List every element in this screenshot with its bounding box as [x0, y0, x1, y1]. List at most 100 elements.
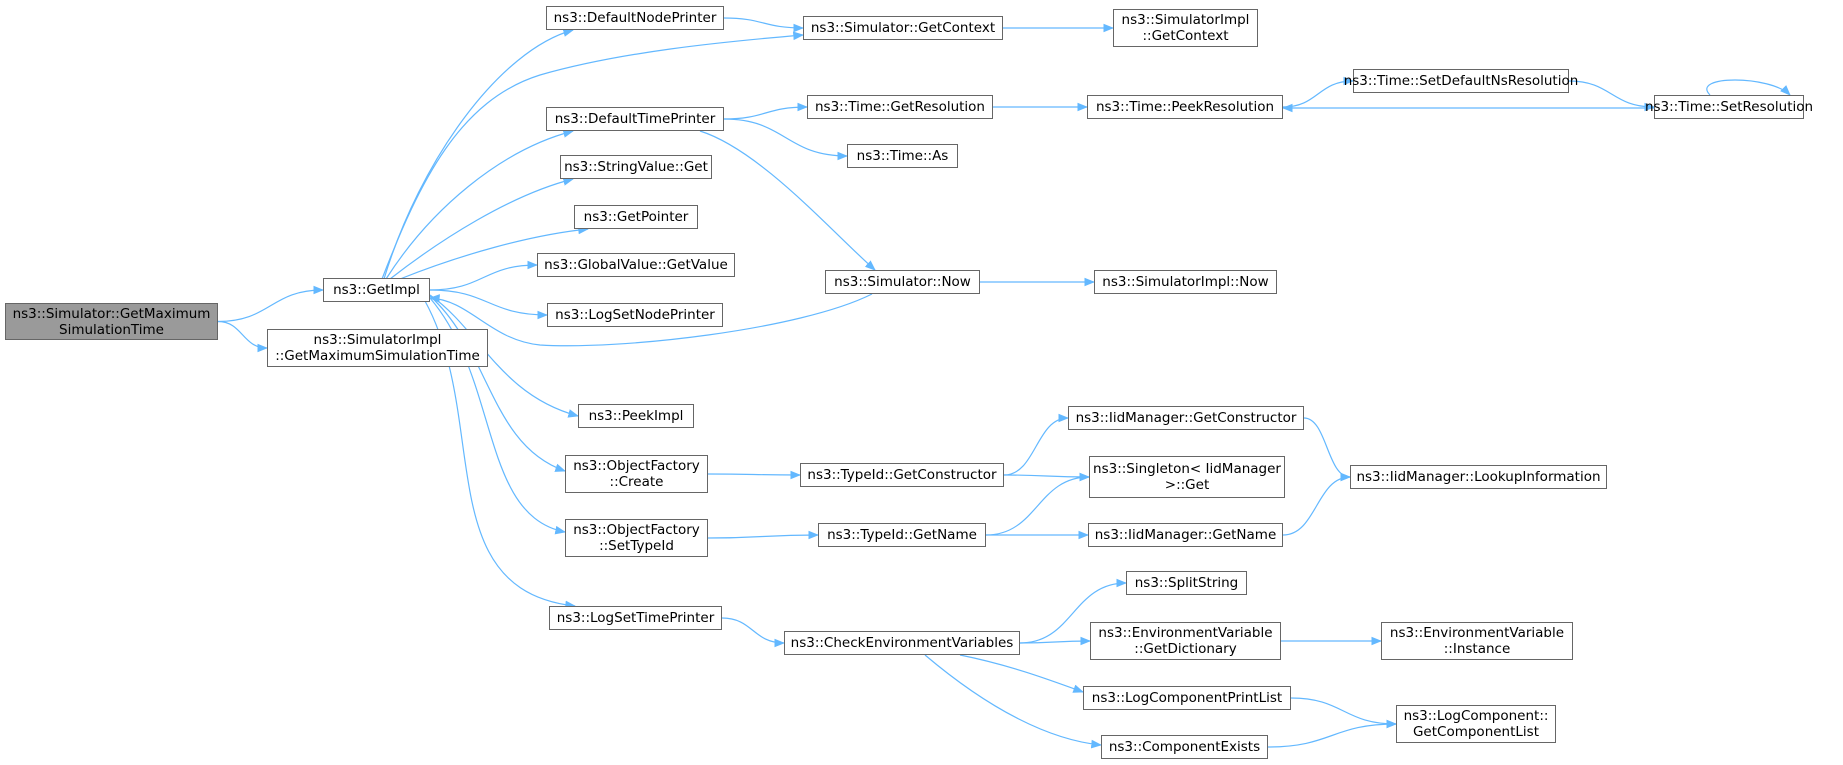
- node-envinst[interactable]: ns3::EnvironmentVariable::Instance: [1381, 622, 1573, 660]
- node-label: ns3::DefaultTimePrinter: [554, 111, 716, 127]
- node-label: ns3::IidManager::GetName: [1094, 527, 1277, 543]
- node-peekres[interactable]: ns3::Time::PeekResolution: [1087, 95, 1283, 119]
- node-compex[interactable]: ns3::ComponentExists: [1101, 735, 1268, 759]
- node-implnow[interactable]: ns3::SimulatorImpl::Now: [1094, 270, 1277, 294]
- node-label: ::Create: [609, 474, 664, 490]
- node-label: ns3::SimulatorImpl::Now: [1102, 274, 1269, 290]
- node-tidctor[interactable]: ns3::TypeId::GetConstructor: [800, 463, 1004, 487]
- node-label: ns3::Time::As: [856, 148, 949, 164]
- node-label: ns3::Simulator::GetMaximum: [12, 305, 211, 322]
- node-strget[interactable]: ns3::StringValue::Get: [560, 155, 712, 179]
- node-label: ns3::TypeId::GetConstructor: [807, 467, 997, 483]
- node-label: >::Get: [1164, 477, 1210, 493]
- edge-lstp-to-checkenv: [721, 617, 786, 648]
- node-tidname[interactable]: ns3::TypeId::GetName: [818, 523, 986, 547]
- edge-root-to-getimpl: [217, 285, 325, 323]
- node-label: ns3::Singleton< IidManager: [1093, 461, 1281, 477]
- edge-getimpl-to-gvget: [429, 260, 539, 291]
- edge-checkenv-to-compex: [924, 654, 1103, 749]
- node-getres[interactable]: ns3::Time::GetResolution: [807, 95, 993, 119]
- edge-deftime-to-getres: [723, 102, 809, 120]
- edge-iidname-to-lookup: [1282, 472, 1352, 536]
- node-label: SimulationTime: [59, 321, 164, 338]
- edge-compex-to-lcgcl: [1267, 719, 1398, 748]
- node-simctx[interactable]: ns3::Simulator::GetContext: [803, 16, 1003, 40]
- edge-tidctor-to-singleton: [1003, 472, 1091, 482]
- node-label: ns3::SimulatorImpl: [1121, 12, 1250, 28]
- node-singleton[interactable]: ns3::Singleton< IidManager>::Get: [1089, 456, 1285, 498]
- node-simnow[interactable]: ns3::Simulator::Now: [825, 270, 980, 294]
- edge-ofset-to-tidname: [707, 530, 820, 540]
- node-implmax[interactable]: ns3::SimulatorImpl::GetMaximumSimulation…: [267, 329, 488, 367]
- node-label: ns3::TypeId::GetName: [827, 527, 977, 543]
- edge-tidctor-to-iidctor: [1003, 413, 1070, 476]
- node-label: ns3::ObjectFactory: [573, 522, 700, 538]
- node-label: ns3::DefaultNodePrinter: [553, 10, 717, 26]
- node-getimpl[interactable]: ns3::GetImpl: [323, 278, 430, 302]
- node-label: ns3::StringValue::Get: [564, 159, 708, 175]
- edge-deftime-to-timeas: [723, 118, 849, 161]
- node-setres[interactable]: ns3::Time::SetResolution: [1645, 95, 1813, 119]
- node-label: ns3::Time::SetResolution: [1644, 99, 1814, 115]
- node-timeas[interactable]: ns3::Time::As: [847, 144, 958, 168]
- node-label: ns3::LogComponentPrintList: [1091, 690, 1283, 706]
- node-lcpl[interactable]: ns3::LogComponentPrintList: [1083, 686, 1291, 710]
- edge-ofcreate-to-tidctor: [707, 470, 802, 480]
- node-split[interactable]: ns3::SplitString: [1126, 571, 1247, 595]
- node-getptr[interactable]: ns3::GetPointer: [574, 205, 698, 229]
- edge-iidctor-to-lookup: [1303, 417, 1352, 482]
- node-label: ::Instance: [1443, 641, 1511, 657]
- node-label: ns3::Simulator::Now: [834, 274, 971, 290]
- edge-tidname-to-singleton: [985, 472, 1091, 536]
- edge-peekres-to-setdefns: [1282, 76, 1355, 108]
- node-implctx[interactable]: ns3::SimulatorImpl::GetContext: [1113, 9, 1258, 47]
- node-checkenv[interactable]: ns3::CheckEnvironmentVariables: [784, 631, 1020, 655]
- node-label: ns3::GlobalValue::GetValue: [544, 257, 728, 273]
- node-gvget[interactable]: ns3::GlobalValue::GetValue: [537, 253, 735, 277]
- node-label: ::GetMaximumSimulationTime: [275, 348, 480, 364]
- edge-checkenv-to-envdict: [1019, 636, 1092, 646]
- node-label: ns3::ObjectFactory: [573, 458, 700, 474]
- node-label: GetComponentList: [1412, 724, 1540, 740]
- node-lcgcl[interactable]: ns3::LogComponent::GetComponentList: [1396, 705, 1556, 743]
- edge-getimpl-to-lsnp: [429, 289, 549, 320]
- node-iidctor[interactable]: ns3::IidManager::GetConstructor: [1068, 406, 1304, 430]
- node-setdefns[interactable]: ns3::Time::SetDefaultNsResolution: [1344, 69, 1578, 93]
- node-label: ns3::EnvironmentVariable: [1389, 625, 1565, 641]
- node-label: ns3::GetImpl: [333, 282, 420, 298]
- edge-setres-to-setres: [1706, 79, 1791, 96]
- node-peekimpl[interactable]: ns3::PeekImpl: [578, 404, 694, 428]
- edge-getimpl-to-ofcreate: [429, 295, 567, 472]
- node-label: ns3::ComponentExists: [1108, 739, 1261, 755]
- node-label: ns3::SplitString: [1134, 575, 1239, 591]
- node-label: ns3::Time::PeekResolution: [1095, 99, 1275, 115]
- edge-root-to-implmax: [217, 320, 269, 353]
- node-lstp[interactable]: ns3::LogSetTimePrinter: [549, 606, 722, 630]
- node-label: ns3::IidManager::LookupInformation: [1356, 469, 1601, 485]
- node-defnode[interactable]: ns3::DefaultNodePrinter: [546, 6, 724, 30]
- node-label: ns3::PeekImpl: [588, 408, 684, 424]
- node-iidname[interactable]: ns3::IidManager::GetName: [1088, 523, 1283, 547]
- node-label: ns3::LogSetTimePrinter: [556, 610, 715, 626]
- node-ofset[interactable]: ns3::ObjectFactory::SetTypeId: [565, 519, 708, 557]
- edge-deftime-to-simnow: [699, 130, 876, 271]
- edge-getimpl-to-peekimpl: [429, 294, 580, 418]
- node-deftime[interactable]: ns3::DefaultTimePrinter: [546, 107, 724, 131]
- node-label: ns3::SimulatorImpl: [313, 332, 442, 348]
- node-ofcreate[interactable]: ns3::ObjectFactory::Create: [565, 455, 708, 493]
- node-envdict[interactable]: ns3::EnvironmentVariable::GetDictionary: [1090, 622, 1281, 660]
- node-label: ns3::LogSetNodePrinter: [555, 307, 715, 323]
- node-lsnp[interactable]: ns3::LogSetNodePrinter: [547, 303, 723, 327]
- node-label: ::SetTypeId: [599, 538, 674, 554]
- edge-simnow-to-getimpl: [428, 293, 873, 347]
- node-label: ::GetContext: [1142, 28, 1229, 44]
- edge-getimpl-to-strget: [389, 177, 575, 280]
- node-label: ns3::Time::SetDefaultNsResolution: [1343, 73, 1579, 89]
- node-lookup[interactable]: ns3::IidManager::LookupInformation: [1350, 465, 1607, 489]
- edge-getimpl-to-simctx: [381, 31, 805, 280]
- edge-defnode-to-simctx: [723, 17, 805, 33]
- edge-lcpl-to-lcgcl: [1290, 697, 1398, 729]
